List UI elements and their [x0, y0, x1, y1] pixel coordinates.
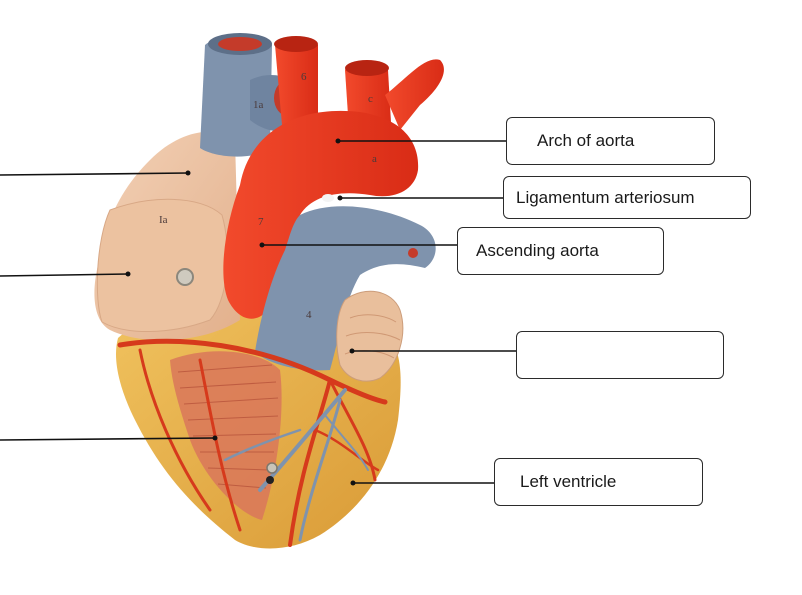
label-arch-of-aorta: Arch of aorta: [506, 117, 715, 165]
model-markings: 1a 6 c Ia 7 a 4: [159, 71, 377, 321]
leader-line-right-auricle: [0, 273, 129, 277]
ligamentum-marker: [322, 194, 334, 202]
label-blank-answer[interactable]: [516, 331, 724, 379]
marking-brachiocephalic: 6: [301, 71, 307, 83]
label-left-ventricle: Left ventricle: [494, 458, 703, 506]
model-screw: [266, 476, 274, 484]
marking-carotid: c: [368, 93, 373, 105]
label-ascending-aorta-text: Ascending aorta: [476, 241, 599, 260]
svc-lumen: [218, 37, 262, 51]
label-left-ventricle-text: Left ventricle: [520, 472, 617, 491]
right-auricle: [96, 198, 228, 332]
left-subclavian-artery: [385, 59, 444, 131]
coronary-vessels: [117, 338, 388, 547]
label-ligamentum-arteriosum-text: Ligamentum arteriosum: [516, 187, 695, 207]
leader-lines: [0, 140, 517, 484]
marking-aorta: 7: [258, 216, 264, 228]
label-ligamentum-arteriosum: Ligamentum arteriosum: [503, 176, 751, 219]
label-arch-of-aorta-text: Arch of aorta: [537, 131, 635, 150]
leader-line-right-atrium: [0, 172, 189, 176]
marking-pulmonary: 4: [306, 309, 312, 321]
brachiocephalic-trunk: [275, 37, 318, 125]
superior-vena-cava: [200, 36, 272, 157]
pulmonary-trunk: [255, 206, 436, 371]
marking-svc: 1a: [253, 99, 264, 111]
carotid-opening: [345, 60, 389, 76]
model-peg: [176, 268, 194, 286]
pulmonary-lumen: [408, 248, 418, 258]
left-auricle: [336, 290, 404, 382]
label-ascending-aorta: Ascending aorta: [457, 227, 664, 275]
leader-line-right-ventricle: [0, 437, 216, 441]
marking-arch: a: [372, 153, 377, 165]
model-peg-2: [266, 462, 278, 474]
marking-auricle: Ia: [159, 214, 168, 226]
leader-dots: [125, 138, 356, 486]
aortic-arch: [223, 110, 419, 319]
brachiocephalic-opening: [274, 36, 318, 52]
